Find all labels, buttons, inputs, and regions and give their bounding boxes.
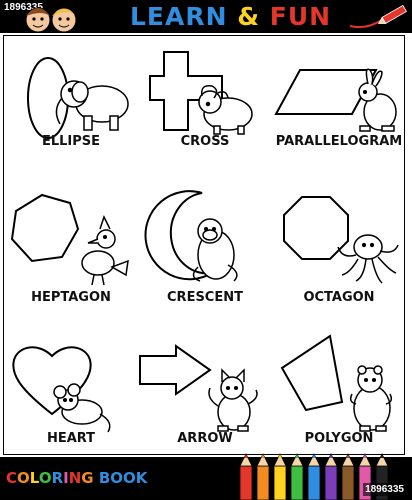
shape-card-heart: HEART bbox=[4, 318, 138, 458]
pencil-icon bbox=[239, 453, 253, 500]
mouse-icon bbox=[53, 383, 111, 433]
watermark-id-bottom: 1896335 bbox=[363, 483, 406, 496]
shape-label: CRESCENT bbox=[167, 290, 243, 305]
elephant-icon bbox=[55, 80, 129, 131]
pencil-icon bbox=[290, 453, 304, 500]
cross-shape bbox=[149, 51, 223, 131]
cat-icon bbox=[208, 368, 258, 432]
heptagon-shape bbox=[10, 193, 80, 263]
footer-title: COLORING BOOK bbox=[6, 469, 147, 487]
footer-word-coloring: COLORING bbox=[6, 469, 94, 487]
shape-label: OCTAGON bbox=[303, 290, 375, 305]
crescent-shape bbox=[144, 190, 213, 281]
parallelogram-shape bbox=[274, 69, 378, 115]
shape-label: ARROW bbox=[177, 431, 233, 446]
bird-icon bbox=[81, 215, 129, 286]
arrow-shape bbox=[139, 344, 212, 396]
shape-card-heptagon: HEPTAGON bbox=[4, 177, 138, 317]
shapes-frame bbox=[3, 35, 405, 455]
shape-card-cross: CROSS bbox=[138, 36, 272, 176]
monkey-icon bbox=[192, 218, 238, 282]
pencil-icon bbox=[307, 453, 321, 500]
shape-card-parallelogram: PARALLELOGRAM bbox=[272, 36, 406, 176]
shape-card-ellipse: ELLIPSE bbox=[4, 36, 138, 176]
shape-label: HEPTAGON bbox=[31, 290, 111, 305]
shape-card-octagon: OCTAGON bbox=[272, 177, 406, 317]
pencil-icon bbox=[256, 453, 270, 500]
pencil-icon bbox=[341, 453, 355, 500]
shape-label: PARALLELOGRAM bbox=[275, 134, 403, 149]
watermark-id: 1896335 bbox=[4, 2, 43, 13]
shape-label: POLYGON bbox=[304, 431, 374, 446]
ram-icon bbox=[198, 84, 253, 135]
shape-label: CROSS bbox=[180, 134, 230, 149]
octopus-icon bbox=[337, 234, 399, 284]
polygon-shape bbox=[280, 334, 344, 412]
hamster-icon bbox=[349, 365, 393, 432]
shape-card-arrow: ARROW bbox=[138, 318, 272, 458]
kids-faces-icon bbox=[25, 7, 77, 33]
header-bar: 1896335 LEARN & FUN bbox=[0, 0, 412, 33]
page-title: LEARN & FUN bbox=[130, 2, 331, 31]
pencil-icon bbox=[324, 453, 338, 500]
pencil-icon bbox=[349, 4, 407, 29]
shape-card-crescent: CRESCENT bbox=[138, 177, 272, 317]
shape-label: ELLIPSE bbox=[41, 134, 101, 149]
pencil-icon bbox=[273, 453, 287, 500]
shape-label: HEART bbox=[46, 431, 96, 446]
title-learn: LEARN bbox=[130, 2, 228, 31]
footer-word-book: BOOK bbox=[98, 469, 148, 487]
title-amp: & bbox=[237, 2, 261, 31]
octagon-shape bbox=[283, 196, 349, 260]
shape-card-polygon: POLYGON bbox=[272, 318, 406, 458]
rabbit-icon bbox=[358, 68, 397, 132]
title-fun: FUN bbox=[269, 2, 332, 31]
